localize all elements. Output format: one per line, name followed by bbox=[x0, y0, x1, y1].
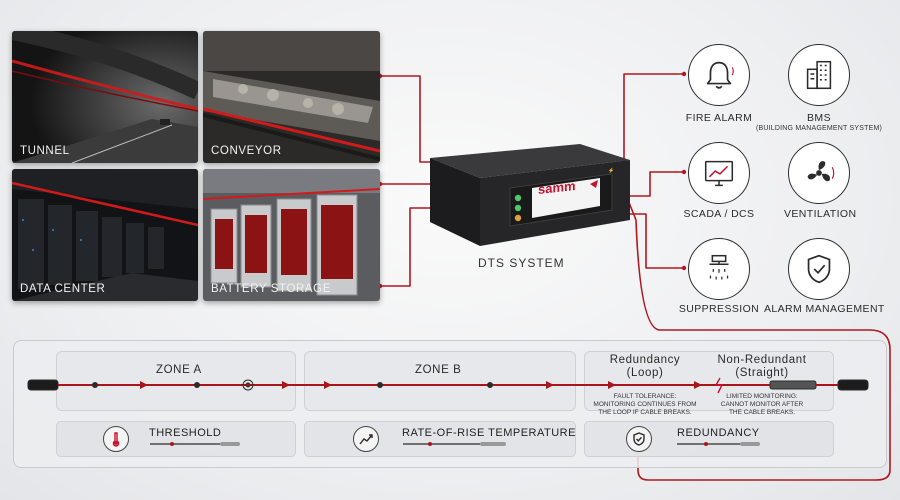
data-center-label: DATA CENTER bbox=[20, 283, 106, 295]
dts-system-label: DTS SYSTEM bbox=[478, 256, 565, 270]
non-redundant-note-2: CANNOT MONITOR AFTER bbox=[720, 401, 804, 408]
zone-a-box bbox=[56, 351, 296, 411]
redundancy-note-2: MONITORING CONTINUES FROM bbox=[593, 401, 697, 408]
sprinkler-icon bbox=[688, 238, 750, 300]
non-redundant-note-3: THE CABLE BREAKS. bbox=[728, 409, 796, 416]
rate-of-rise-card bbox=[304, 421, 576, 457]
redundancy-note-1: FAULT TOLERANCE: bbox=[613, 393, 677, 400]
dts-unit: ⚡ samm bbox=[420, 138, 640, 250]
zone-a-label: ZONE A bbox=[156, 364, 202, 376]
fan-icon bbox=[788, 142, 850, 204]
svg-text:⚡: ⚡ bbox=[608, 167, 614, 174]
tunnel-photo: TUNNEL bbox=[12, 31, 198, 163]
conveyor-photo: CONVEYOR bbox=[203, 31, 380, 163]
fire-alarm-label: FIRE ALARM bbox=[685, 112, 753, 124]
ventilation-label: VENTILATION bbox=[784, 208, 857, 220]
shield-check-small-icon bbox=[626, 426, 652, 452]
trend-icon bbox=[353, 426, 379, 452]
redundancy-title: Redundancy bbox=[609, 354, 681, 366]
tunnel-label: TUNNEL bbox=[20, 145, 70, 157]
zone-b-box bbox=[304, 351, 576, 411]
scada-label: SCADA / DCS bbox=[683, 208, 755, 220]
redundancy-label: REDUNDANCY bbox=[677, 427, 760, 439]
non-redundant-subtitle: (Straight) bbox=[735, 367, 789, 379]
threshold-label: THRESHOLD bbox=[149, 427, 222, 439]
thermometer-icon bbox=[103, 426, 129, 452]
battery-storage-label: BATTERY STORAGE bbox=[211, 283, 331, 295]
battery-storage-photo: BATTERY STORAGE bbox=[203, 169, 380, 301]
rate-of-rise-label: RATE-OF-RISE TEMPERATURE bbox=[402, 427, 576, 439]
alarm-management-label: ALARM MANAGEMENT bbox=[764, 303, 885, 315]
fire-alarm-icon bbox=[688, 44, 750, 106]
redundancy-card bbox=[584, 421, 834, 457]
threshold-card bbox=[56, 421, 296, 457]
conveyor-label: CONVEYOR bbox=[211, 145, 282, 157]
zone-b-label: ZONE B bbox=[415, 364, 462, 376]
data-center-photo: DATA CENTER bbox=[12, 169, 198, 301]
suppression-label: SUPPRESSION bbox=[678, 303, 760, 315]
redundancy-subtitle: (Loop) bbox=[626, 367, 664, 379]
monitor-chart-icon bbox=[688, 142, 750, 204]
non-redundant-note-1: LIMITED MONITORING: bbox=[726, 393, 798, 400]
shield-check-icon bbox=[788, 238, 850, 300]
building-icon bbox=[788, 44, 850, 106]
redundancy-note-3: THE LOOP IF CABLE BREAKS. bbox=[598, 409, 692, 416]
non-redundant-title: Non-Redundant bbox=[717, 354, 807, 366]
bms-sub-label: (BUILDING MANAGEMENT SYSTEM) bbox=[756, 125, 883, 132]
bms-label: BMS bbox=[807, 112, 831, 124]
